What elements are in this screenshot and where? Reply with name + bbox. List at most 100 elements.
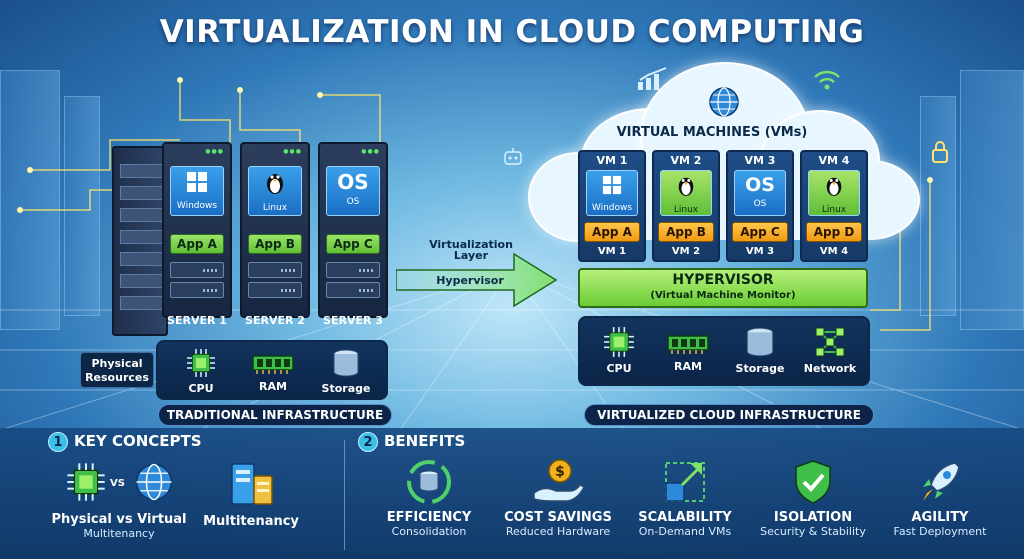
drive-bay: [326, 282, 380, 298]
vs-label: VS: [110, 478, 125, 489]
resource-label: RAM: [674, 360, 702, 373]
background-rack-left: [0, 70, 60, 330]
hypervisor-title: HYPERVISOR: [672, 272, 774, 288]
vm-heading: VIRTUAL MACHINES (VMs): [616, 125, 808, 140]
vm-os: Windows: [586, 170, 638, 216]
resource-label: CPU: [188, 382, 214, 395]
benefit-title: AGILITY: [911, 510, 969, 525]
hypervisor-subtitle: (Virtual Machine Monitor): [650, 290, 796, 301]
background-rack-left-2: [64, 96, 100, 316]
benefit-agility: AGILITY Fast Deployment: [880, 456, 1000, 538]
status-leds: ●●●: [205, 148, 224, 155]
linux-tux-icon: [661, 171, 711, 205]
resource-network: Network: [798, 326, 862, 375]
circuit-lines: [17, 77, 933, 331]
cpu-chip-icon: [67, 463, 105, 501]
section-title: BENEFITS: [384, 432, 466, 450]
os-label: OS: [753, 199, 767, 209]
vm-card-2: VM 2 Linux App B VM 2: [652, 150, 720, 262]
robot-icon: [504, 148, 522, 165]
hypervisor-bar: HYPERVISOR (Virtual Machine Monitor): [578, 268, 868, 308]
resource-storage: Storage: [730, 326, 790, 375]
vm-app: App C: [732, 222, 788, 242]
vm-name: VM 4: [818, 154, 850, 167]
concept-title: Physical vs Virtual: [51, 512, 187, 527]
server-2: ●●● Linux App B: [240, 142, 310, 318]
os-label: Windows: [176, 201, 218, 211]
rocket-icon: [923, 462, 960, 501]
benefits-heading: 2 BENEFITS: [358, 432, 465, 452]
os-label: Linux: [821, 205, 847, 215]
resource-cpu: CPU: [594, 326, 644, 375]
svg-text:$: $: [555, 464, 565, 480]
section-divider: [344, 440, 345, 550]
physical-resources-panel: CPU RAM Storage: [156, 340, 388, 400]
resource-label: Network: [803, 362, 857, 375]
server-2-os: Linux: [248, 166, 302, 216]
money-hand-icon: $: [533, 459, 586, 502]
benefit-subtitle: Reduced Hardware: [505, 525, 611, 538]
os-label: Windows: [591, 203, 633, 213]
chart-trend-icon: [638, 67, 667, 90]
vm-card-3: VM 3 OS OS App C VM 3: [726, 150, 794, 262]
scale-up-icon: [665, 462, 705, 502]
virtual-resources-panel: CPU RAM Storage Network: [578, 316, 870, 386]
os-label: OS: [346, 197, 360, 207]
resource-label: Storage: [735, 362, 785, 375]
arrow-label-hypervisor: Hypervisor: [436, 274, 504, 287]
linux-tux-icon: [809, 171, 859, 205]
benefit-subtitle: Consolidation: [391, 525, 467, 538]
windows-icon: [587, 171, 637, 203]
server-2-label: SERVER 2: [245, 314, 305, 327]
os-generic-icon: OS: [745, 174, 775, 196]
server-3-os: OS OS: [326, 166, 380, 216]
server-3: ●●● OS OS App C: [318, 142, 388, 318]
ram-module-icon: [252, 355, 294, 374]
network-nodes-icon: [815, 327, 845, 357]
resource-ram: RAM: [660, 332, 716, 373]
vm-card-1: VM 1 Windows App A VM 1: [578, 150, 646, 262]
database-storage-icon: [333, 349, 359, 377]
drive-bay: [170, 282, 224, 298]
os-label: Linux: [673, 205, 699, 215]
database-storage-icon: [746, 327, 774, 357]
arrow-line: Virtualization: [429, 238, 513, 251]
drive-bay: [248, 282, 302, 298]
resource-label: Storage: [321, 382, 371, 395]
section-number: 2: [358, 432, 378, 452]
wifi-icon: [814, 70, 840, 90]
resource-label: CPU: [606, 362, 632, 375]
ram-module-icon: [667, 335, 709, 354]
lock-icon: [932, 141, 948, 163]
benefit-efficiency: EFFICIENCY Consolidation: [370, 456, 488, 538]
os-label: Linux: [262, 203, 288, 213]
cpu-chip-icon: [187, 349, 215, 377]
vm-name: VM 2: [670, 154, 702, 167]
vm-app: App A: [584, 222, 640, 242]
traditional-infrastructure-label: TRADITIONAL INFRASTRUCTURE: [158, 404, 392, 426]
vm-os: OS OS: [734, 170, 786, 216]
benefit-title: SCALABILITY: [638, 510, 732, 525]
status-leds: ●●●: [361, 148, 380, 155]
background-rack-right-2: [920, 96, 956, 316]
benefit-subtitle: Fast Deployment: [893, 525, 987, 538]
multitenancy-servers-icon: [231, 463, 273, 505]
physical-resources-label: Physical Resources: [80, 352, 154, 388]
vm-sub-label: VM 2: [671, 246, 701, 257]
resource-cpu: CPU: [176, 348, 226, 395]
vm-name: VM 3: [744, 154, 776, 167]
server-3-app: App C: [326, 234, 380, 254]
benefit-subtitle: On-Demand VMs: [638, 525, 732, 538]
key-concept-physical-vs-virtual: VS Physical vs Virtual Multitenancy: [44, 458, 194, 540]
vm-sub-label: VM 1: [597, 246, 627, 257]
key-concept-multitenancy: Multitenancy: [198, 458, 304, 529]
os-generic-icon: OS: [337, 170, 369, 194]
resource-label: RAM: [259, 380, 287, 393]
vm-app: App B: [658, 222, 714, 242]
globe-icon: [135, 463, 173, 501]
server-1-os: Windows: [170, 166, 224, 216]
section-title: KEY CONCEPTS: [74, 432, 202, 450]
linux-tux-icon: [249, 167, 301, 203]
bottom-panel: [0, 428, 1024, 559]
vm-os: Linux: [660, 170, 712, 216]
